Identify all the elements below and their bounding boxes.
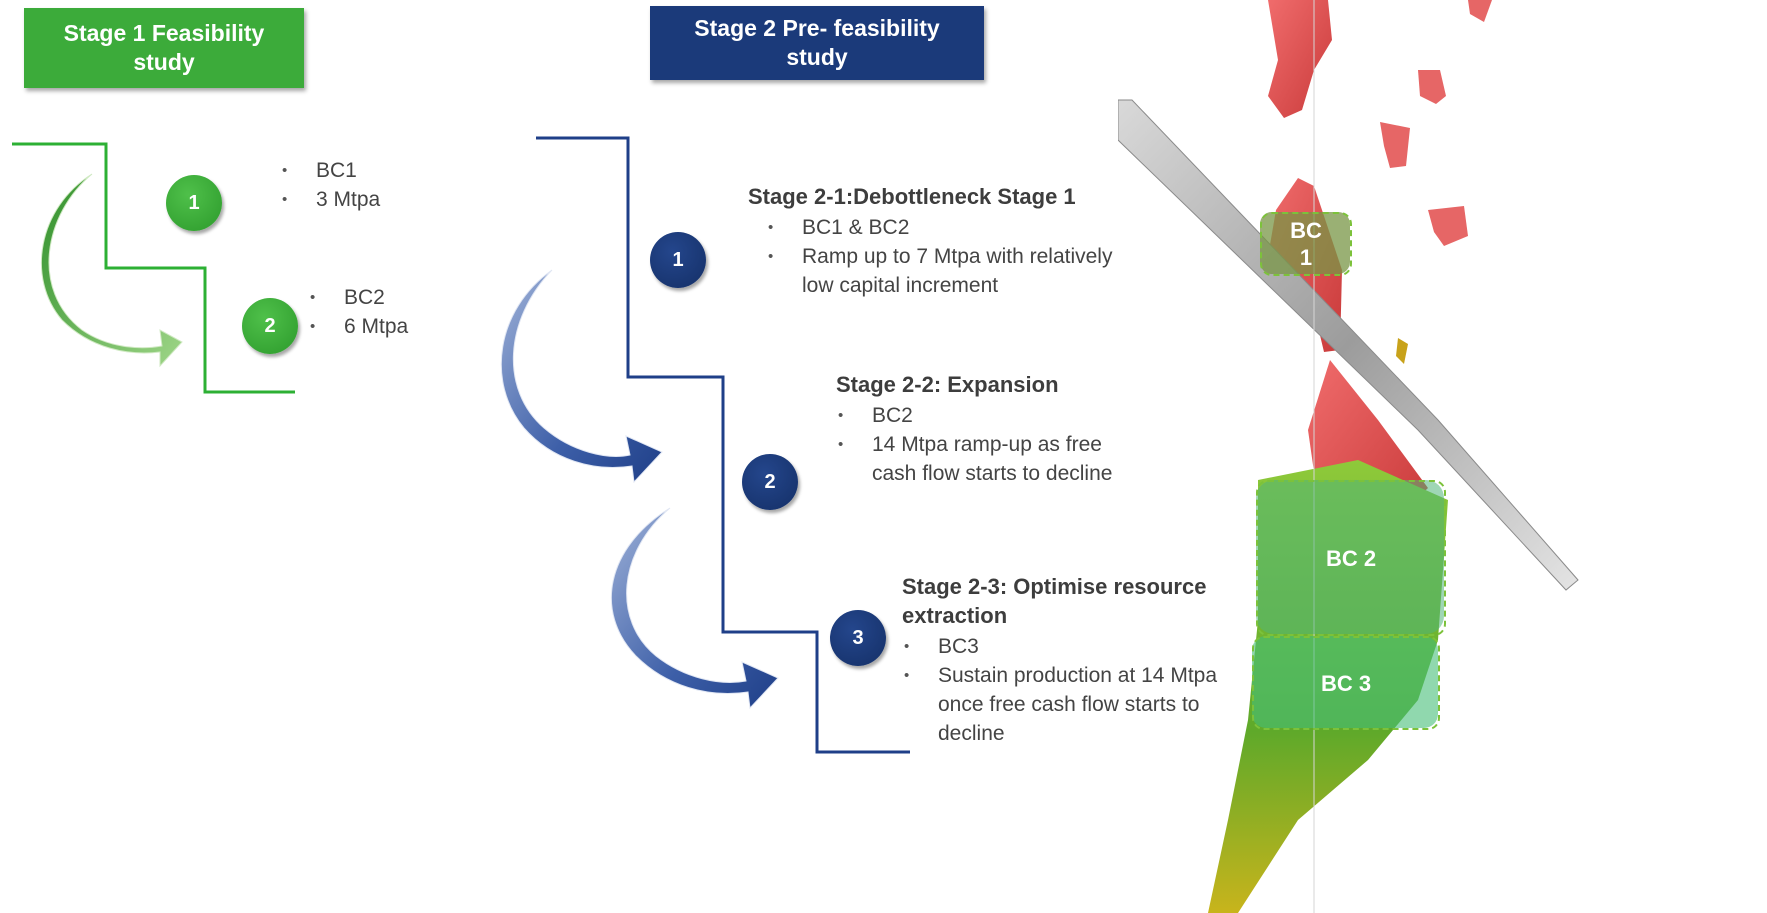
stage2-step-1-badge: 1 [650, 232, 706, 288]
red-fragment [1268, 0, 1332, 118]
stage1-step-2-bullets: BC2 6 Mtpa [308, 283, 408, 341]
stage2-step-3-text: Stage 2-3: Optimise resource extraction … [902, 572, 1242, 748]
bullet-item: BC3 [902, 632, 1242, 661]
red-fragment [1428, 206, 1468, 246]
bullet-item: 6 Mtpa [308, 312, 408, 341]
bc2-label: BC 2 [1256, 480, 1446, 636]
bc3-label: BC 3 [1252, 636, 1440, 730]
bc3-region [1252, 636, 1438, 728]
bullet-item: BC1 [280, 156, 380, 185]
stage2-step-3-bullets: BC3 Sustain production at 14 Mtpa once f… [902, 632, 1242, 748]
stage1-banner: Stage 1 Feasibility study [24, 8, 304, 88]
stage2-curved-arrow-1 [500, 269, 663, 484]
stage1-curved-arrow [41, 173, 183, 368]
stage1-step-1-badge: 1 [166, 175, 222, 231]
stage2-step-3-badge: 3 [830, 610, 886, 666]
bullet-item: Ramp up to 7 Mtpa with relatively low ca… [766, 242, 1128, 300]
stage2-staircase-line [536, 136, 910, 754]
bullet-item: BC1 & BC2 [766, 213, 1128, 242]
bc1-region [1260, 212, 1350, 274]
red-fragment [1396, 338, 1408, 364]
stage2-step-1-bullets: BC1 & BC2 Ramp up to 7 Mtpa with relativ… [748, 213, 1128, 300]
orebody-model-image [1118, 0, 1579, 913]
stage2-step-2-title: Stage 2-2: Expansion [836, 372, 1059, 397]
stage1-staircase-diagram [12, 142, 295, 394]
stage2-step-1-title: Stage 2-1:Debottleneck Stage 1 [748, 184, 1076, 209]
stage1-step-1-bullets: BC1 3 Mtpa [280, 156, 380, 214]
stage2-staircase-diagram [500, 136, 910, 754]
bullet-item: Sustain production at 14 Mtpa once free … [902, 661, 1242, 748]
bc2-region [1256, 480, 1444, 634]
stage2-step-2-badge: 2 [742, 454, 798, 510]
bullet-item: BC2 [308, 283, 408, 312]
red-fragment [1468, 0, 1492, 22]
gray-fault-plane [1118, 99, 1579, 591]
stage2-step-1-text: Stage 2-1:Debottleneck Stage 1 BC1 & BC2… [748, 182, 1128, 300]
stage2-curved-arrow-2 [610, 507, 779, 710]
stage2-step-2-text: Stage 2-2: Expansion BC2 14 Mtpa ramp-up… [836, 370, 1146, 488]
stage1-step-2-badge: 2 [242, 298, 298, 354]
bullet-item: 3 Mtpa [280, 185, 380, 214]
stage2-banner: Stage 2 Pre- feasibility study [650, 6, 984, 80]
red-fragment [1418, 70, 1446, 104]
bullet-item: BC2 [836, 401, 1146, 430]
red-fragment [1380, 122, 1410, 168]
stage2-step-3-title: Stage 2-3: Optimise resource extraction [902, 574, 1207, 628]
stage2-step-2-bullets: BC2 14 Mtpa ramp-up as free cash flow st… [836, 401, 1146, 488]
bullet-item: 14 Mtpa ramp-up as free cash flow starts… [836, 430, 1146, 488]
stage1-staircase-line [12, 142, 295, 394]
bc1-label: BC 1 [1260, 212, 1352, 276]
